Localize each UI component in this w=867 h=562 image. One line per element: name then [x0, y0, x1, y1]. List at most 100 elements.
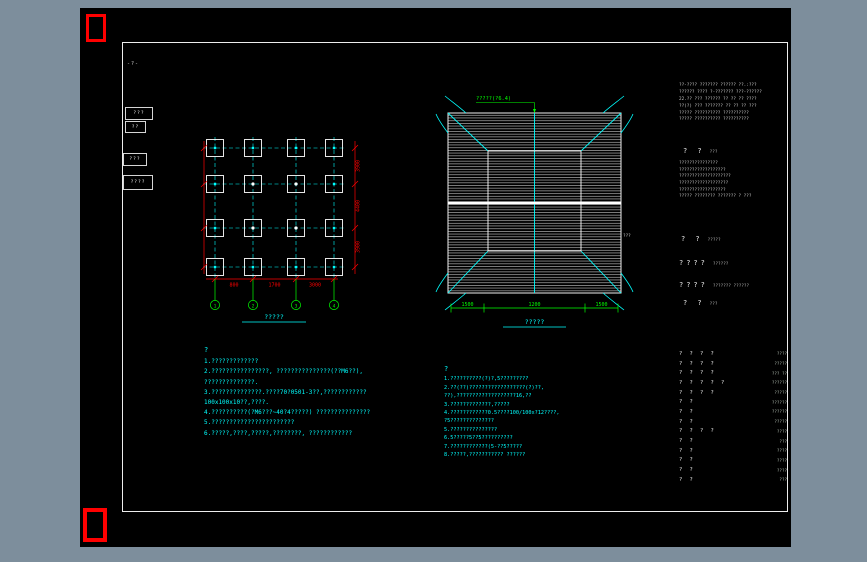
foundation-grid-lines: [203, 137, 345, 279]
roof-dimension-text: 1500 1200 1500: [461, 302, 607, 308]
dimension-text-red: 3900 4400 3900 800 1700 3000: [229, 160, 361, 289]
list-item: ? ? ? ?????: [679, 350, 787, 357]
svg-text:4400: 4400: [356, 200, 362, 212]
notes-left-lines: 1.?????????????2.????????????????, ?????…: [204, 357, 446, 439]
list-item: ? ????: [679, 476, 787, 483]
list-item: 8.?????,??????????? ??????: [444, 452, 526, 459]
list-item: 5.???????????????: [444, 426, 498, 433]
svg-text:3: 3: [295, 303, 298, 309]
roof-side-label: ???: [623, 233, 631, 239]
section-heading-small: ???: [709, 150, 718, 155]
roof-top-annotation: ?????(?6.4): [476, 96, 536, 113]
list-item: 4.??????????(?M6???~40?4?????) ?????????…: [204, 409, 371, 417]
svg-text:3900: 3900: [356, 241, 362, 253]
drawing-sheet: -?- ??? ?? ??? ????: [122, 42, 788, 512]
list-item: ??????????????????: [679, 167, 726, 173]
right-panel-item-2: ???? ??????: [679, 259, 728, 267]
general-notes-right: ? 1.??????????(?)?,5?????????2.??(??)???…: [444, 365, 656, 459]
column-footings: [206, 139, 343, 276]
list-item: ? ? ? ?????: [679, 428, 787, 435]
section-heading-big: ? ?: [683, 147, 705, 155]
column-centers: [213, 146, 336, 269]
svg-text:1500: 1500: [595, 302, 607, 308]
list-item: ? ? ? ??????: [679, 360, 787, 367]
foundation-plan: 3900 4400 3900 800 1700 3000 1 2 3 4: [200, 137, 362, 323]
cad-canvas[interactable]: -?- ??? ?? ??? ????: [80, 8, 791, 547]
notes-left-title: ?: [204, 346, 209, 354]
title-block-header: ??-???? ??????? ?????? ??.:????????? ???…: [679, 83, 787, 124]
item-1-sublabel: ?????: [707, 238, 721, 243]
list-item: ????????????????????: [679, 174, 731, 180]
right-panel-notes-block: ????????????????????????????????????????…: [679, 161, 787, 201]
list-item: ??(?) ??? ??????? ?? ?? ?? ???: [679, 103, 757, 109]
revision-stamp-4: ????: [123, 175, 153, 190]
svg-text:?????(?6.4): ?????(?6.4): [476, 96, 511, 102]
list-item: ? ?????: [679, 467, 787, 474]
list-item: ? ?????: [679, 447, 787, 454]
list-item: ???????????????????: [679, 180, 729, 186]
list-item: ????? ???????? ??????? ? ???: [679, 194, 752, 200]
svg-text:?????: ?????: [264, 313, 284, 321]
svg-text:800: 800: [229, 283, 238, 289]
item-4-sublabel: ???: [709, 302, 718, 307]
roof-corner-flares: [435, 95, 634, 311]
list-item: ?????? ???? ?-??????? ???-??????: [679, 89, 762, 95]
item-2-label: ????: [679, 259, 708, 267]
list-item: ?5??????????????: [444, 418, 494, 425]
roof-plan: ?????(?6.4) ??? 1500 1200 1500 ?????: [435, 95, 634, 328]
revision-stamp-2: ??: [125, 121, 146, 133]
svg-text:2: 2: [252, 303, 255, 309]
axis-bubbles: [210, 279, 339, 310]
list-item: ? ???????: [679, 408, 787, 415]
item-1-label: ? ?: [681, 235, 703, 243]
roof-title: ?????: [503, 318, 566, 328]
svg-text:1200: 1200: [528, 302, 540, 308]
list-item: ? ??????: [679, 418, 787, 425]
revision-stamp-1: ???: [125, 107, 153, 120]
list-item: ? ? ? ???? ??: [679, 370, 787, 377]
list-item: 22.?? ??? ?????? ?? ?? ?? ????: [679, 96, 757, 102]
list-item: 3.??????????????.????70?0501-3??,???????…: [204, 388, 367, 396]
legend-table: ? ? ? ????? ? ? ? ?????? ? ? ? ???? ?? ? ? …: [679, 349, 787, 485]
right-panel-item-3: ???? ??????? ??????: [679, 281, 749, 289]
right-panel-item-4: ? ? ???: [683, 299, 717, 307]
list-item: ? ?????: [679, 457, 787, 464]
svg-text:1: 1: [214, 303, 217, 309]
notes-right-title: ?: [444, 365, 449, 373]
list-item: ? ????: [679, 438, 787, 445]
general-notes-left: ? 1.?????????????2.????????????????, ???…: [204, 345, 446, 439]
roof-dimension-lines: [450, 303, 619, 313]
list-item: 2.??(??)??????????????????(?)??,: [444, 384, 544, 391]
right-panel-item-1: ? ? ?????: [681, 235, 721, 243]
list-item: ???????????????: [679, 161, 718, 166]
svg-text:1700: 1700: [268, 283, 280, 289]
item-3-sublabel: ??????? ??????: [712, 284, 750, 289]
list-item: 2.????????????????, ???????????????(??M6…: [204, 368, 363, 376]
registration-mark-top-left: [86, 14, 106, 42]
registration-mark-bottom-left: [83, 508, 107, 542]
list-item: ? ? ? ? ???????: [679, 379, 787, 386]
item-2-sublabel: ??????: [712, 262, 729, 267]
svg-text:4: 4: [333, 303, 336, 309]
list-item: ? ???????: [679, 399, 787, 406]
item-3-label: ????: [679, 281, 708, 289]
list-item: ??????????????.: [204, 378, 259, 386]
svg-text:3900: 3900: [356, 160, 362, 172]
list-item: 3.?????????????,?????: [444, 401, 510, 408]
list-item: 6.5?????5??5??????????: [444, 435, 513, 442]
svg-text:?????: ?????: [525, 318, 545, 326]
notes-right-lines: 1.??????????(?)?,5?????????2.??(??)?????…: [444, 375, 656, 459]
axis-bubble-numbers: 1 2 3 4: [214, 303, 336, 309]
foundation-title: ?????: [242, 313, 306, 323]
sheet-corner-label: -?-: [127, 61, 140, 67]
list-item: ? ? ? ??????: [679, 389, 787, 396]
dimension-lines-red: [200, 141, 359, 283]
list-item: 6.?????,????,?????,????????, ???????????…: [204, 429, 353, 437]
item-4-label: ? ?: [683, 299, 705, 307]
revision-stamp-3: ???: [123, 153, 147, 166]
inner-column-dots: [251, 182, 298, 230]
list-item: ????? ?????????? ??????????: [679, 117, 749, 123]
list-item: 4.????????????0.5????100/100x?12????,: [444, 410, 560, 417]
list-item: ????? ?????????? ??????????: [679, 110, 749, 116]
svg-text:3000: 3000: [309, 283, 321, 289]
